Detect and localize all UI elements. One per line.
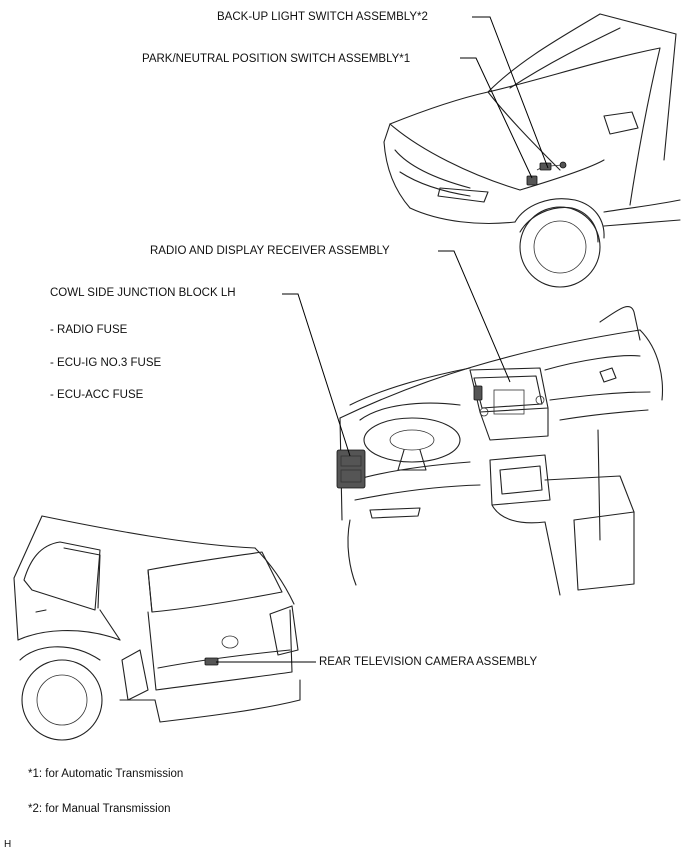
rear-camera-label: REAR TELEVISION CAMERA ASSEMBLY (319, 656, 538, 668)
park-neutral-switch-part (526, 175, 538, 186)
backup-light-switch-part (539, 162, 552, 171)
ecu-ig-fuse-label: - ECU-IG NO.3 FUSE (50, 357, 162, 369)
cowl-side-junction-block-part (336, 449, 366, 489)
dashboard-drawing (336, 306, 663, 596)
radio-receiver-part (473, 385, 483, 401)
radio-receiver-label: RADIO AND DISPLAY RECEIVER ASSEMBLY (150, 245, 390, 257)
radio-fuse-label: - RADIO FUSE (50, 324, 128, 336)
figure-code: H (4, 839, 12, 850)
rear-vehicle-drawing (13, 515, 301, 741)
park-neutral-switch-label: PARK/NEUTRAL POSITION SWITCH ASSEMBLY*1 (142, 53, 411, 65)
leader-lines (216, 16, 549, 663)
backup-light-switch-label: BACK-UP LIGHT SWITCH ASSEMBLY*2 (217, 11, 428, 23)
note-automatic: *1: for Automatic Transmission (28, 768, 184, 780)
ecu-acc-fuse-label: - ECU-ACC FUSE (50, 389, 144, 401)
note-manual: *2: for Manual Transmission (28, 803, 171, 815)
cowl-side-block-label: COWL SIDE JUNCTION BLOCK LH (50, 287, 236, 299)
front-vehicle-drawing (383, 13, 681, 288)
